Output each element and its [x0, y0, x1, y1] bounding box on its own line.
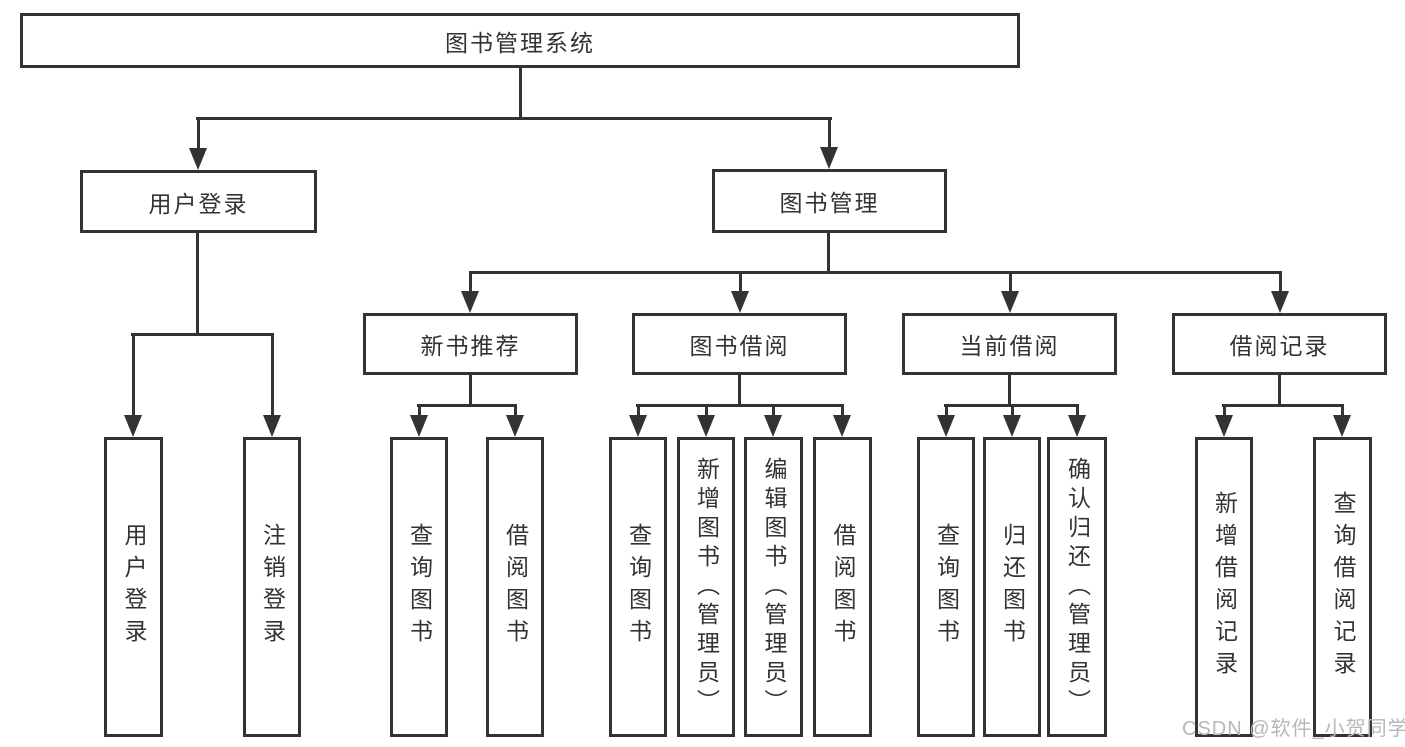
node-new-book-recommendation: 新书推荐 [363, 313, 578, 375]
node-leaf-user-login: 用户登录 [104, 437, 163, 737]
arrowhead-down-icon [1068, 415, 1086, 437]
connector-arrow-stem [1223, 404, 1226, 415]
node-leaf-return-book: 归还图书 [983, 437, 1041, 737]
node-book-management-label: 图书管理 [779, 190, 880, 216]
connector-line [196, 117, 832, 120]
node-new-book-recommendation-label: 新书推荐 [420, 333, 521, 359]
node-leaf-add-borrow-record-label: 新增借阅记录 [1211, 491, 1238, 683]
connector-arrow-stem [1279, 271, 1282, 291]
node-library-system-label: 图书管理系统 [445, 29, 595, 56]
arrowhead-down-icon [1333, 415, 1351, 437]
connector-arrow-stem [1009, 271, 1012, 291]
node-leaf-query-book-3: 查询图书 [917, 437, 975, 737]
node-leaf-confirm-return-admin-label: 确认归还（管理员） [1064, 456, 1091, 718]
connector-arrow-stem [1341, 404, 1344, 415]
node-leaf-logout-label: 注销登录 [259, 523, 286, 651]
connector-arrow-stem [132, 333, 135, 415]
connector-line [469, 271, 1282, 274]
node-current-borrowing-label: 当前借阅 [959, 333, 1060, 359]
connector-arrow-stem [271, 333, 274, 415]
connector-arrow-stem [828, 117, 831, 147]
arrowhead-down-icon [937, 415, 955, 437]
connector-arrow-stem [637, 404, 640, 415]
arrowhead-down-icon [1215, 415, 1233, 437]
watermark: CSDN @软件_小贺同学 [1182, 718, 1405, 740]
arrowhead-down-icon [629, 415, 647, 437]
arrowhead-down-icon [820, 147, 838, 169]
node-leaf-add-borrow-record: 新增借阅记录 [1195, 437, 1253, 737]
arrowhead-down-icon [506, 415, 524, 437]
connector-arrow-stem [1011, 404, 1014, 415]
connector-arrow-stem [469, 271, 472, 291]
node-leaf-borrow-book-1-label: 借阅图书 [502, 523, 529, 651]
node-leaf-query-book-1-label: 查询图书 [406, 523, 433, 651]
arrowhead-down-icon [124, 415, 142, 437]
arrowhead-down-icon [189, 148, 207, 170]
arrowhead-down-icon [697, 415, 715, 437]
arrowhead-down-icon [731, 291, 749, 313]
node-leaf-borrow-book-2: 借阅图书 [813, 437, 872, 737]
node-leaf-borrow-book-1: 借阅图书 [486, 437, 544, 737]
node-leaf-add-book-admin-label: 新增图书（管理员） [693, 456, 720, 718]
connector-arrow-stem [514, 404, 517, 415]
connector-line [519, 68, 522, 118]
connector-line [469, 375, 472, 407]
connector-arrow-stem [739, 271, 742, 291]
arrowhead-down-icon [1001, 291, 1019, 313]
node-borrowing-records-label: 借阅记录 [1229, 333, 1330, 359]
connector-arrow-stem [841, 404, 844, 415]
node-leaf-logout: 注销登录 [243, 437, 301, 737]
connector-line [131, 333, 274, 336]
connector-line [1278, 375, 1281, 407]
node-library-system: 图书管理系统 [20, 13, 1020, 68]
arrowhead-down-icon [410, 415, 428, 437]
node-leaf-add-book-admin: 新增图书（管理员） [677, 437, 735, 737]
connector-line [1222, 404, 1344, 407]
connector-line [417, 404, 517, 407]
node-leaf-edit-book-admin-label: 编辑图书（管理员） [761, 456, 787, 718]
connector-arrow-stem [772, 404, 775, 415]
node-leaf-borrow-book-2-label: 借阅图书 [830, 523, 856, 651]
connector-arrow-stem [705, 404, 708, 415]
arrowhead-down-icon [833, 415, 851, 437]
arrowhead-down-icon [764, 415, 782, 437]
node-leaf-query-book-2-label: 查询图书 [625, 523, 652, 651]
connector-line [827, 233, 830, 274]
connector-arrow-stem [945, 404, 948, 415]
arrowhead-down-icon [263, 415, 281, 437]
node-leaf-return-book-label: 归还图书 [999, 523, 1026, 651]
connector-line [196, 233, 199, 336]
arrowhead-down-icon [1271, 291, 1289, 313]
node-leaf-query-borrow-record: 查询借阅记录 [1313, 437, 1372, 737]
connector-line [738, 375, 741, 407]
arrowhead-down-icon [461, 291, 479, 313]
node-leaf-query-book-3-label: 查询图书 [933, 523, 960, 651]
node-borrowing-records: 借阅记录 [1172, 313, 1387, 375]
connector-line [636, 404, 844, 407]
connector-arrow-stem [197, 117, 200, 148]
node-leaf-query-book-2: 查询图书 [609, 437, 667, 737]
node-leaf-query-book-1: 查询图书 [390, 437, 448, 737]
connector-arrow-stem [1076, 404, 1079, 415]
node-user-login: 用户登录 [80, 170, 317, 233]
node-user-login-label: 用户登录 [148, 190, 249, 217]
node-current-borrowing: 当前借阅 [902, 313, 1117, 375]
arrowhead-down-icon [1003, 415, 1021, 437]
node-leaf-edit-book-admin: 编辑图书（管理员） [744, 437, 803, 737]
node-book-management: 图书管理 [712, 169, 947, 233]
node-book-borrowing: 图书借阅 [632, 313, 847, 375]
node-leaf-query-borrow-record-label: 查询借阅记录 [1330, 491, 1356, 683]
connector-line [1008, 375, 1011, 407]
node-book-borrowing-label: 图书借阅 [689, 333, 790, 359]
connector-arrow-stem [418, 404, 421, 415]
node-leaf-confirm-return-admin: 确认归还（管理员） [1047, 437, 1107, 737]
node-leaf-user-login-label: 用户登录 [121, 523, 147, 651]
